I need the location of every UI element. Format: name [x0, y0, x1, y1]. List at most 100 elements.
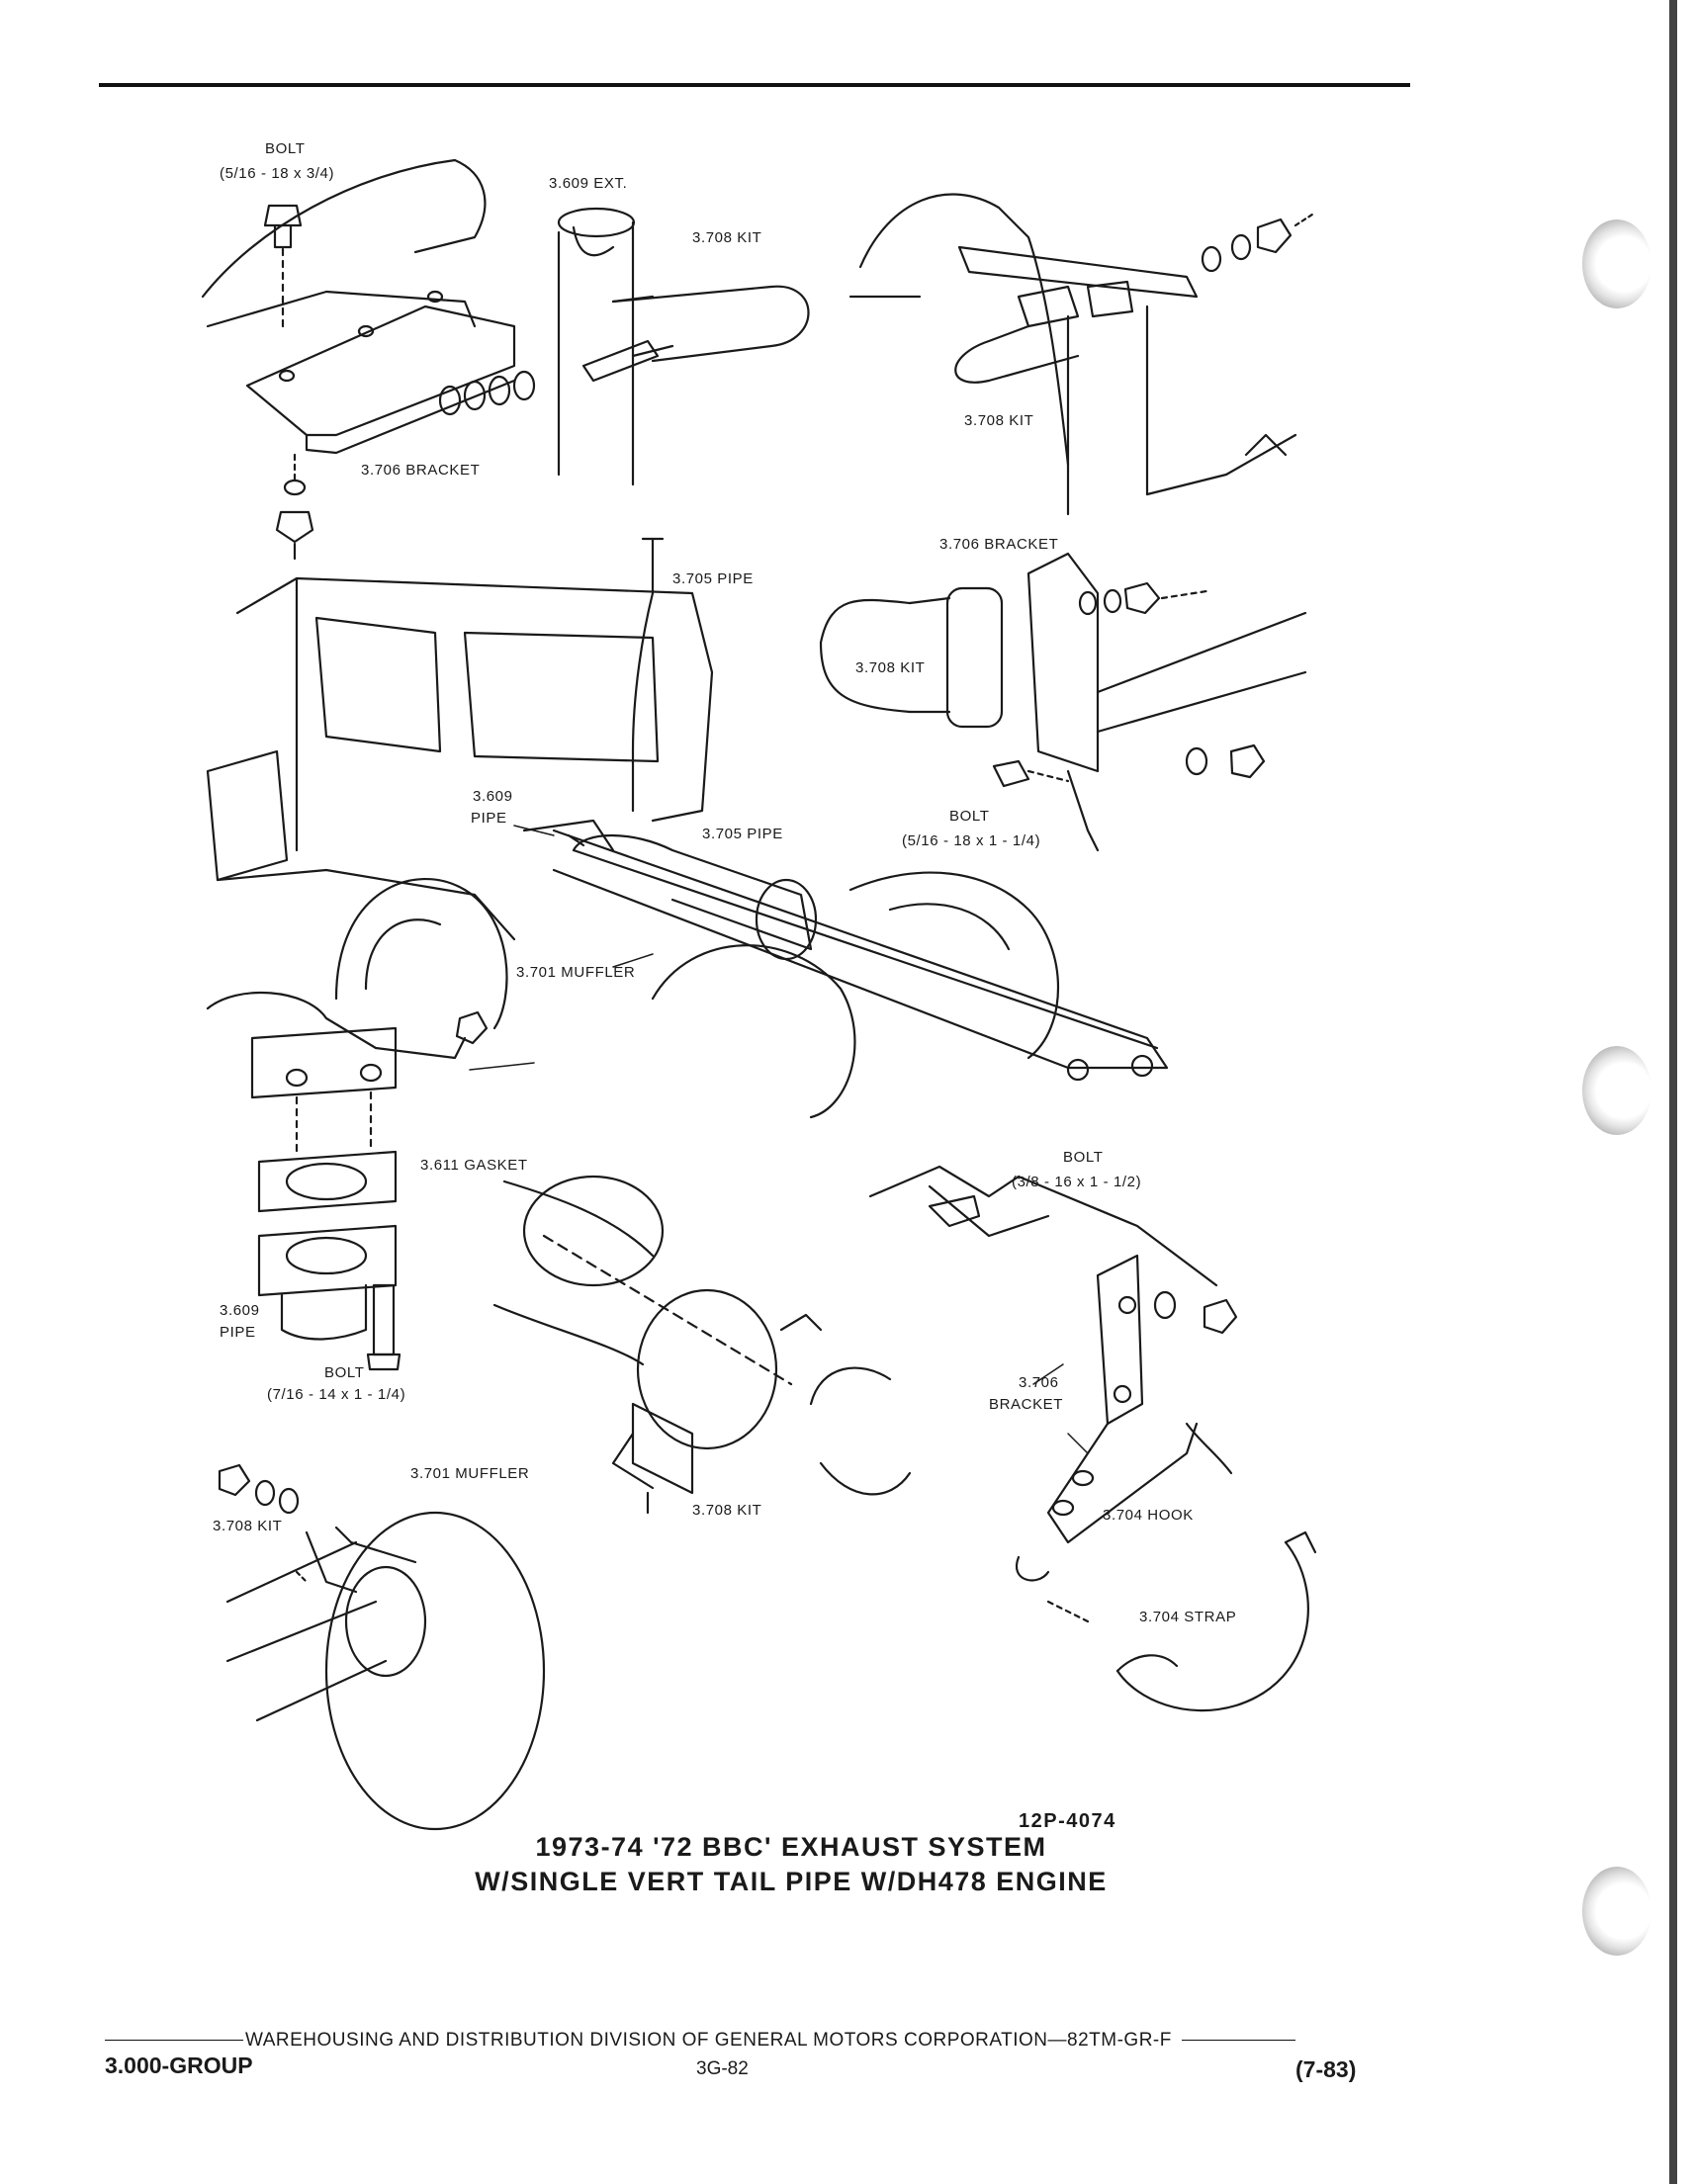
binder-hole-middle: [1582, 1046, 1651, 1135]
footer-group: 3.000-GROUP: [105, 2053, 253, 2078]
label-pipe-609-b-num: 3.609: [220, 1302, 260, 1319]
label-bolt-mid-size: (5/16 - 18 x 1 - 1/4): [902, 832, 1040, 849]
frame-rail: [552, 829, 1169, 1070]
label-hook-704: 3.704 HOOK: [1103, 1507, 1194, 1524]
label-kit-708-a: 3.708 KIT: [692, 229, 761, 246]
label-strap-704: 3.704 STRAP: [1139, 1609, 1236, 1625]
figure-title-line-1: 1973-74 '72 BBC' EXHAUST SYSTEM: [535, 1832, 1047, 1862]
middle-right-bracket-assembly: [819, 552, 1307, 852]
label-pipe-609-word: PIPE: [471, 810, 507, 827]
clamp-block-middle: [945, 586, 1004, 729]
muffler-end-cap: [324, 1511, 546, 1831]
label-bracket-706-c-num: 3.706: [1019, 1374, 1059, 1391]
frame-post: [1066, 305, 1149, 516]
label-muffler-701-a: 3.701 MUFFLER: [516, 964, 635, 981]
flange-top: [250, 1026, 398, 1099]
nut-bottom: [275, 510, 314, 544]
cab-window-rear: [463, 631, 660, 763]
label-kit-708-e: 3.708 KIT: [692, 1502, 761, 1519]
figure-title-line-2: W/SINGLE VERT TAIL PIPE W/DH478 ENGINE: [475, 1867, 1108, 1896]
label-bracket-706-b: 3.706 BRACKET: [939, 536, 1058, 553]
nut-manifold: [455, 1010, 489, 1045]
binder-hole-bottom: [1582, 1867, 1651, 1956]
vertical-tail-pipe: [641, 537, 665, 595]
bolt-lower: [372, 1283, 396, 1356]
pipe-end: [809, 1366, 912, 1496]
rear-wheel: [651, 944, 856, 1119]
footer-rule-right: [1181, 2040, 1295, 2042]
label-bracket-706-c-word: BRACKET: [989, 1396, 1063, 1413]
footer-rule-left: [105, 2040, 243, 2042]
lock-washer: [283, 479, 307, 496]
clamp-stud: [334, 1526, 417, 1564]
label-pipe-705-a: 3.705 PIPE: [672, 570, 754, 587]
cab-roof: [235, 576, 714, 823]
bolt-right: [928, 1194, 981, 1228]
strap-704: [1115, 1540, 1309, 1712]
label-pipe-705-b: 3.705 PIPE: [702, 826, 783, 842]
clamp-band-708: [636, 1288, 778, 1450]
truck-cab-chassis: [206, 537, 1169, 1119]
label-bracket-706-a: 3.706 BRACKET: [361, 462, 480, 479]
leader-lines: [469, 825, 1089, 1454]
bracket-706-middle: [1026, 552, 1100, 773]
label-bolt-top: BOLT: [265, 140, 305, 157]
tail-pipe-extension: [557, 220, 635, 486]
page-edge-shadow: [1669, 0, 1677, 2184]
label-gasket-611: 3.611 GASKET: [420, 1157, 528, 1174]
top-right-clamp-assembly: [848, 193, 1317, 516]
label-bolt-right: BOLT: [1063, 1149, 1103, 1166]
fender-outline: [858, 193, 1070, 467]
top-rule: [99, 83, 1410, 87]
bolt-head-middle: [992, 759, 1030, 788]
clamp-band-assembly: [492, 1175, 912, 1515]
label-ext-609: 3.609 EXT.: [549, 175, 627, 192]
u-bolt-top-right: [954, 324, 1080, 384]
callout-labels: BOLT (5/16 - 18 x 3/4) 3.609 EXT. 3.708 …: [213, 140, 1236, 1625]
exhaust-pipe-605: [522, 819, 615, 852]
label-bolt-mid: BOLT: [949, 808, 989, 825]
cab-door: [206, 749, 289, 882]
cab-panel-lower: [206, 290, 477, 328]
clamp-saddle: [1017, 280, 1134, 328]
hook-strap-assembly: [868, 1165, 1317, 1712]
cab-panel-outline: [201, 158, 487, 299]
u-bolt-top-left: [611, 285, 810, 363]
binder-hole-top: [1582, 219, 1651, 308]
nut-muffler: [218, 1463, 251, 1497]
hex-bolt-top: [263, 204, 303, 227]
footer-division-text: WAREHOUSING AND DISTRIBUTION DIVISION OF…: [245, 2030, 1172, 2051]
label-bolt-low: BOLT: [324, 1364, 364, 1381]
footer-date: (7-83): [1295, 2056, 1357, 2082]
clamp-saddle-lower: [631, 1402, 694, 1495]
frame-rail-middle: [1096, 611, 1307, 734]
top-left-bracket-assembly: [201, 158, 810, 561]
gasket-611: [257, 1150, 398, 1213]
label-kit-708-c: 3.708 KIT: [855, 659, 925, 676]
label-muffler-701-b: 3.701 MUFFLER: [410, 1465, 529, 1482]
pipe-609-lower: [280, 1283, 368, 1341]
label-pipe-609-num: 3.609: [473, 788, 513, 805]
bracket-706-lower: [1096, 1254, 1144, 1426]
cab-window: [314, 616, 442, 753]
bracket-706-top-right: [957, 245, 1199, 299]
figure-id: 12P-4074: [1019, 1810, 1116, 1832]
exhaust-manifold-outline: [206, 991, 467, 1060]
label-bolt-top-size: (5/16 - 18 x 3/4): [220, 165, 334, 182]
hook-704: [1046, 1422, 1199, 1544]
flange-gasket-assembly: [206, 991, 489, 1371]
label-pipe-609-b-word: PIPE: [220, 1324, 256, 1341]
footer-division-line: WAREHOUSING AND DISTRIBUTION DIVISION OF…: [105, 2030, 1367, 2052]
footer-page-number: 3G-82: [696, 2058, 749, 2079]
label-bolt-right-size: (3/8 - 16 x 1 - 1/2): [1012, 1174, 1141, 1190]
muffler-end-detail: [218, 1463, 546, 1831]
clamp-ring: [522, 1175, 665, 1287]
label-kit-708-b: 3.708 KIT: [964, 412, 1033, 429]
frame-rail-lower-right: [868, 1165, 1218, 1287]
flange-bottom: [257, 1224, 398, 1297]
label-kit-708-d: 3.708 KIT: [213, 1518, 282, 1534]
front-wheel: [334, 877, 508, 1030]
u-bolt-middle: [819, 598, 912, 714]
